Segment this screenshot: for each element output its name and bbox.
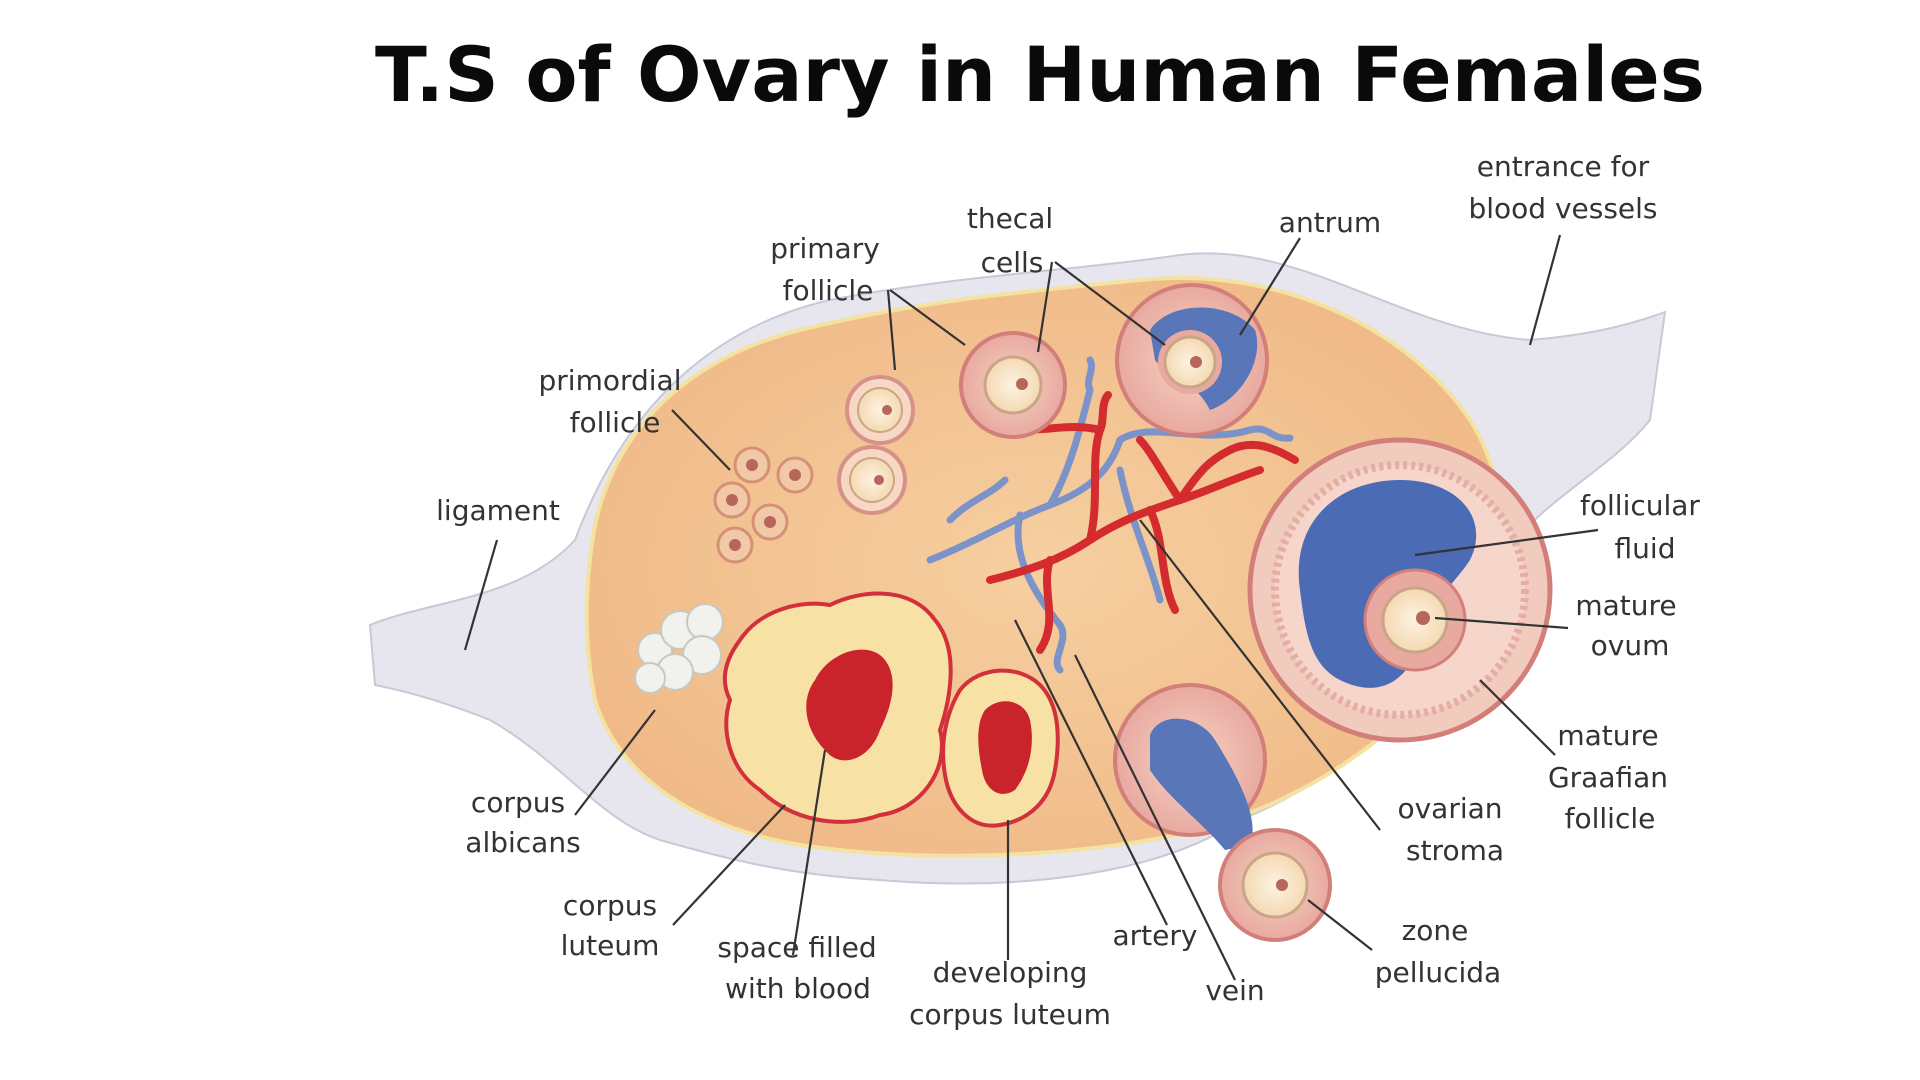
label-graafian-follicle-2: Graafian: [1548, 761, 1668, 794]
diagram-title: T.S of Ovary in Human Females: [374, 30, 1706, 119]
label-primary-follicle-1: primary: [770, 232, 880, 265]
label-graafian-follicle-1: mature: [1557, 719, 1658, 752]
graafian-follicle: [1247, 437, 1553, 743]
label-ovarian-stroma-2: stroma: [1406, 834, 1504, 867]
label-corpus-luteum-2: luteum: [561, 929, 660, 962]
corpus-albicans: [634, 603, 724, 694]
label-zone-pellucida-2: pellucida: [1375, 956, 1501, 989]
label-ligament: ligament: [436, 494, 560, 527]
label-corpus-luteum-1: corpus: [563, 889, 657, 922]
label-primary-follicle-2: follicle: [783, 274, 874, 307]
corpus-luteum: [722, 591, 953, 824]
leader-lines: [463, 234, 1599, 981]
label-space-filled-blood-1: space filled: [717, 931, 876, 964]
label-corpus-albicans-1: corpus: [471, 786, 565, 819]
label-primordial-follicle-2: follicle: [570, 406, 661, 439]
label-thecal-cells-1: thecal: [967, 202, 1053, 235]
label-mature-ovum-1: mature: [1575, 589, 1676, 622]
label-entrance-blood-vessels-1: entrance for: [1477, 150, 1650, 183]
label-thecal-cells-2: cells: [981, 246, 1044, 279]
label-mature-ovum-2: ovum: [1591, 629, 1670, 662]
label-developing-corpus-luteum-2: corpus luteum: [909, 998, 1111, 1031]
label-vein: vein: [1205, 974, 1264, 1007]
released-ovum: [1218, 828, 1332, 942]
ovulating-follicle: [1113, 683, 1267, 850]
primordial-follicles: [713, 446, 814, 564]
developing-corpus-luteum: [941, 668, 1060, 828]
label-artery: artery: [1113, 919, 1198, 952]
label-corpus-albicans-2: albicans: [465, 826, 580, 859]
label-space-filled-blood-2: with blood: [725, 972, 871, 1005]
label-primordial-follicle-1: primordial: [539, 364, 682, 397]
artery-network: [976, 391, 1299, 654]
label-entrance-blood-vessels-2: blood vessels: [1468, 192, 1657, 225]
label-ovarian-stroma-1: ovarian: [1397, 792, 1502, 825]
label-antrum: antrum: [1279, 206, 1381, 239]
antral-follicle: [1115, 283, 1269, 437]
label-follicular-fluid-2: fluid: [1615, 532, 1676, 565]
label-follicular-fluid-1: follicular: [1580, 489, 1700, 522]
label-developing-corpus-luteum-1: developing: [933, 956, 1088, 989]
primary-follicles: [837, 331, 1067, 515]
label-graafian-follicle-3: follicle: [1565, 802, 1656, 835]
vein-network: [926, 356, 1294, 674]
label-zone-pellucida-1: zone: [1402, 914, 1469, 947]
